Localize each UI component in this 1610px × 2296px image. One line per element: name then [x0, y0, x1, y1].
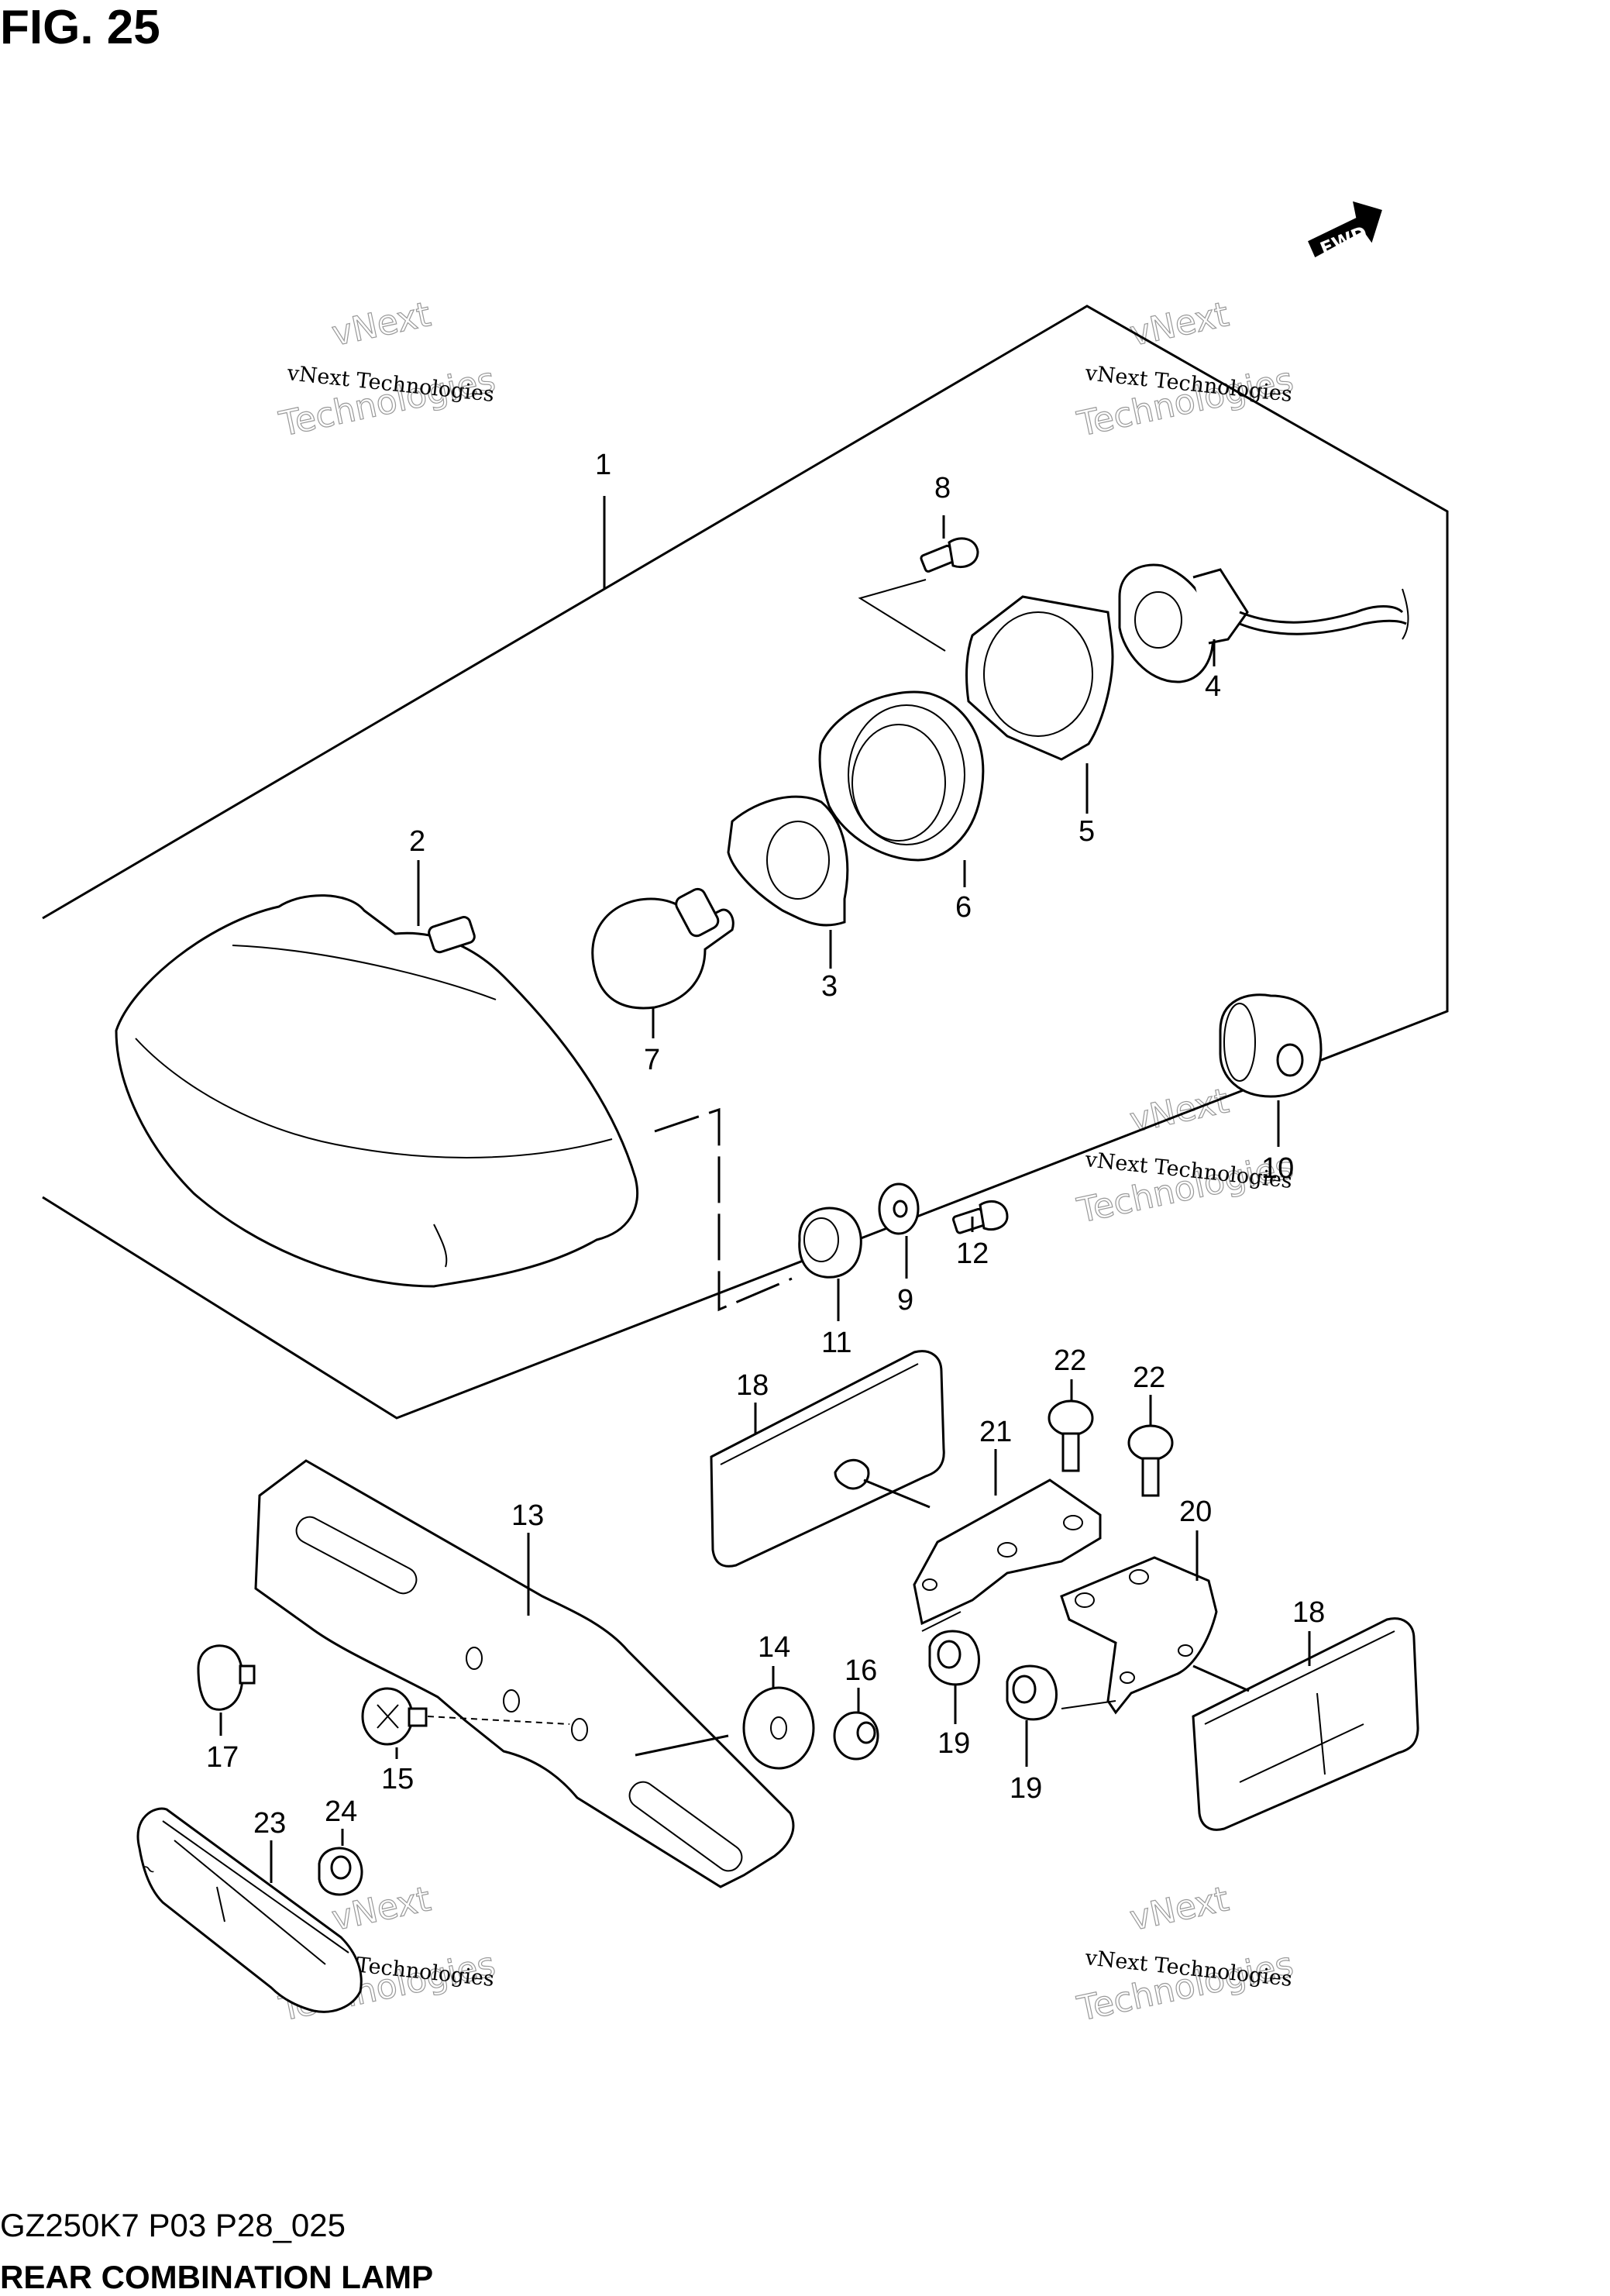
grommet-10 — [1219, 993, 1323, 1098]
callout-7: 7 — [644, 1044, 660, 1076]
license-bracket-13 — [254, 1459, 795, 1888]
bulb-17 — [197, 1644, 256, 1711]
screw-12 — [952, 1200, 1009, 1234]
callout-22-b: 22 — [1133, 1361, 1165, 1394]
bolt-15 — [361, 1687, 570, 1746]
leader-19-dash — [921, 1611, 962, 1632]
screw-22-a — [1048, 1399, 1094, 1472]
washer-9 — [878, 1182, 920, 1235]
callout-labels: 1 2 3 4 5 6 7 8 9 10 11 12 13 14 15 16 1… — [206, 449, 1325, 1840]
socket-plate — [727, 795, 849, 927]
lamp-housing — [115, 894, 639, 1288]
callout-4: 4 — [1205, 670, 1221, 703]
callout-13: 13 — [511, 1499, 544, 1532]
leader-20-dash — [1061, 1700, 1116, 1709]
leader-14-bracket — [635, 1734, 729, 1757]
screw-22-b — [1127, 1424, 1174, 1497]
callout-15: 15 — [381, 1763, 414, 1795]
leader-20-ref — [1192, 1664, 1250, 1692]
callout-1: 1 — [595, 449, 611, 481]
svg-text:vNext: vNext — [1127, 294, 1232, 354]
callout-11: 11 — [821, 1327, 851, 1359]
grommet-11 — [798, 1207, 862, 1279]
svg-text:vNext: vNext — [329, 294, 434, 354]
socket-wire — [1118, 563, 1409, 683]
bulb — [591, 887, 734, 1010]
callout-22-a: 22 — [1054, 1344, 1086, 1377]
callout-21: 21 — [979, 1416, 1012, 1448]
gasket — [965, 595, 1114, 761]
callout-24: 24 — [325, 1795, 357, 1828]
callout-14: 14 — [758, 1631, 790, 1664]
reflector-18-left — [710, 1350, 945, 1568]
leader-8-dash — [858, 579, 946, 652]
nut-16 — [833, 1711, 879, 1761]
fwd-arrow-icon: FWD — [1308, 201, 1382, 260]
bracket-21 — [913, 1478, 1102, 1626]
leader-lamp-dash — [654, 1107, 793, 1312]
callout-2: 2 — [409, 825, 425, 858]
nut-19-b — [1006, 1664, 1058, 1721]
callout-12: 12 — [956, 1237, 989, 1270]
lamp-assembly-outline — [42, 305, 1449, 1420]
callout-18-left: 18 — [736, 1369, 769, 1402]
callout-8: 8 — [934, 472, 951, 504]
callout-9: 9 — [897, 1284, 913, 1317]
figure-title: FIG. 25 — [0, 1, 160, 54]
svg-text:vNext: vNext — [1127, 1081, 1232, 1141]
cap-14 — [742, 1686, 815, 1770]
svg-text:vNext: vNext — [1127, 1879, 1232, 1939]
bracket-20 — [1060, 1556, 1218, 1715]
callout-19-b: 19 — [1010, 1772, 1042, 1805]
reflector-18-right — [1192, 1617, 1419, 1831]
screw-8 — [920, 537, 979, 573]
lamp-ring — [818, 690, 985, 862]
lens-23: ~ — [136, 1807, 363, 2013]
callout-17: 17 — [206, 1741, 239, 1774]
callout-6: 6 — [955, 891, 972, 924]
callout-23: 23 — [253, 1807, 286, 1840]
nut-24 — [318, 1847, 363, 1896]
callout-5: 5 — [1078, 815, 1095, 848]
diagram-title: REAR COMBINATION LAMP — [0, 2259, 434, 2295]
callout-10: 10 — [1261, 1152, 1294, 1185]
callout-19-a: 19 — [937, 1727, 970, 1760]
diagram-code: GZ250K7 P03 P28_025 — [0, 2207, 346, 2243]
callout-18-right: 18 — [1292, 1596, 1325, 1629]
nut-19-a — [928, 1630, 980, 1686]
callout-3: 3 — [821, 970, 838, 1003]
callout-16: 16 — [845, 1654, 877, 1687]
callout-20: 20 — [1179, 1496, 1212, 1528]
